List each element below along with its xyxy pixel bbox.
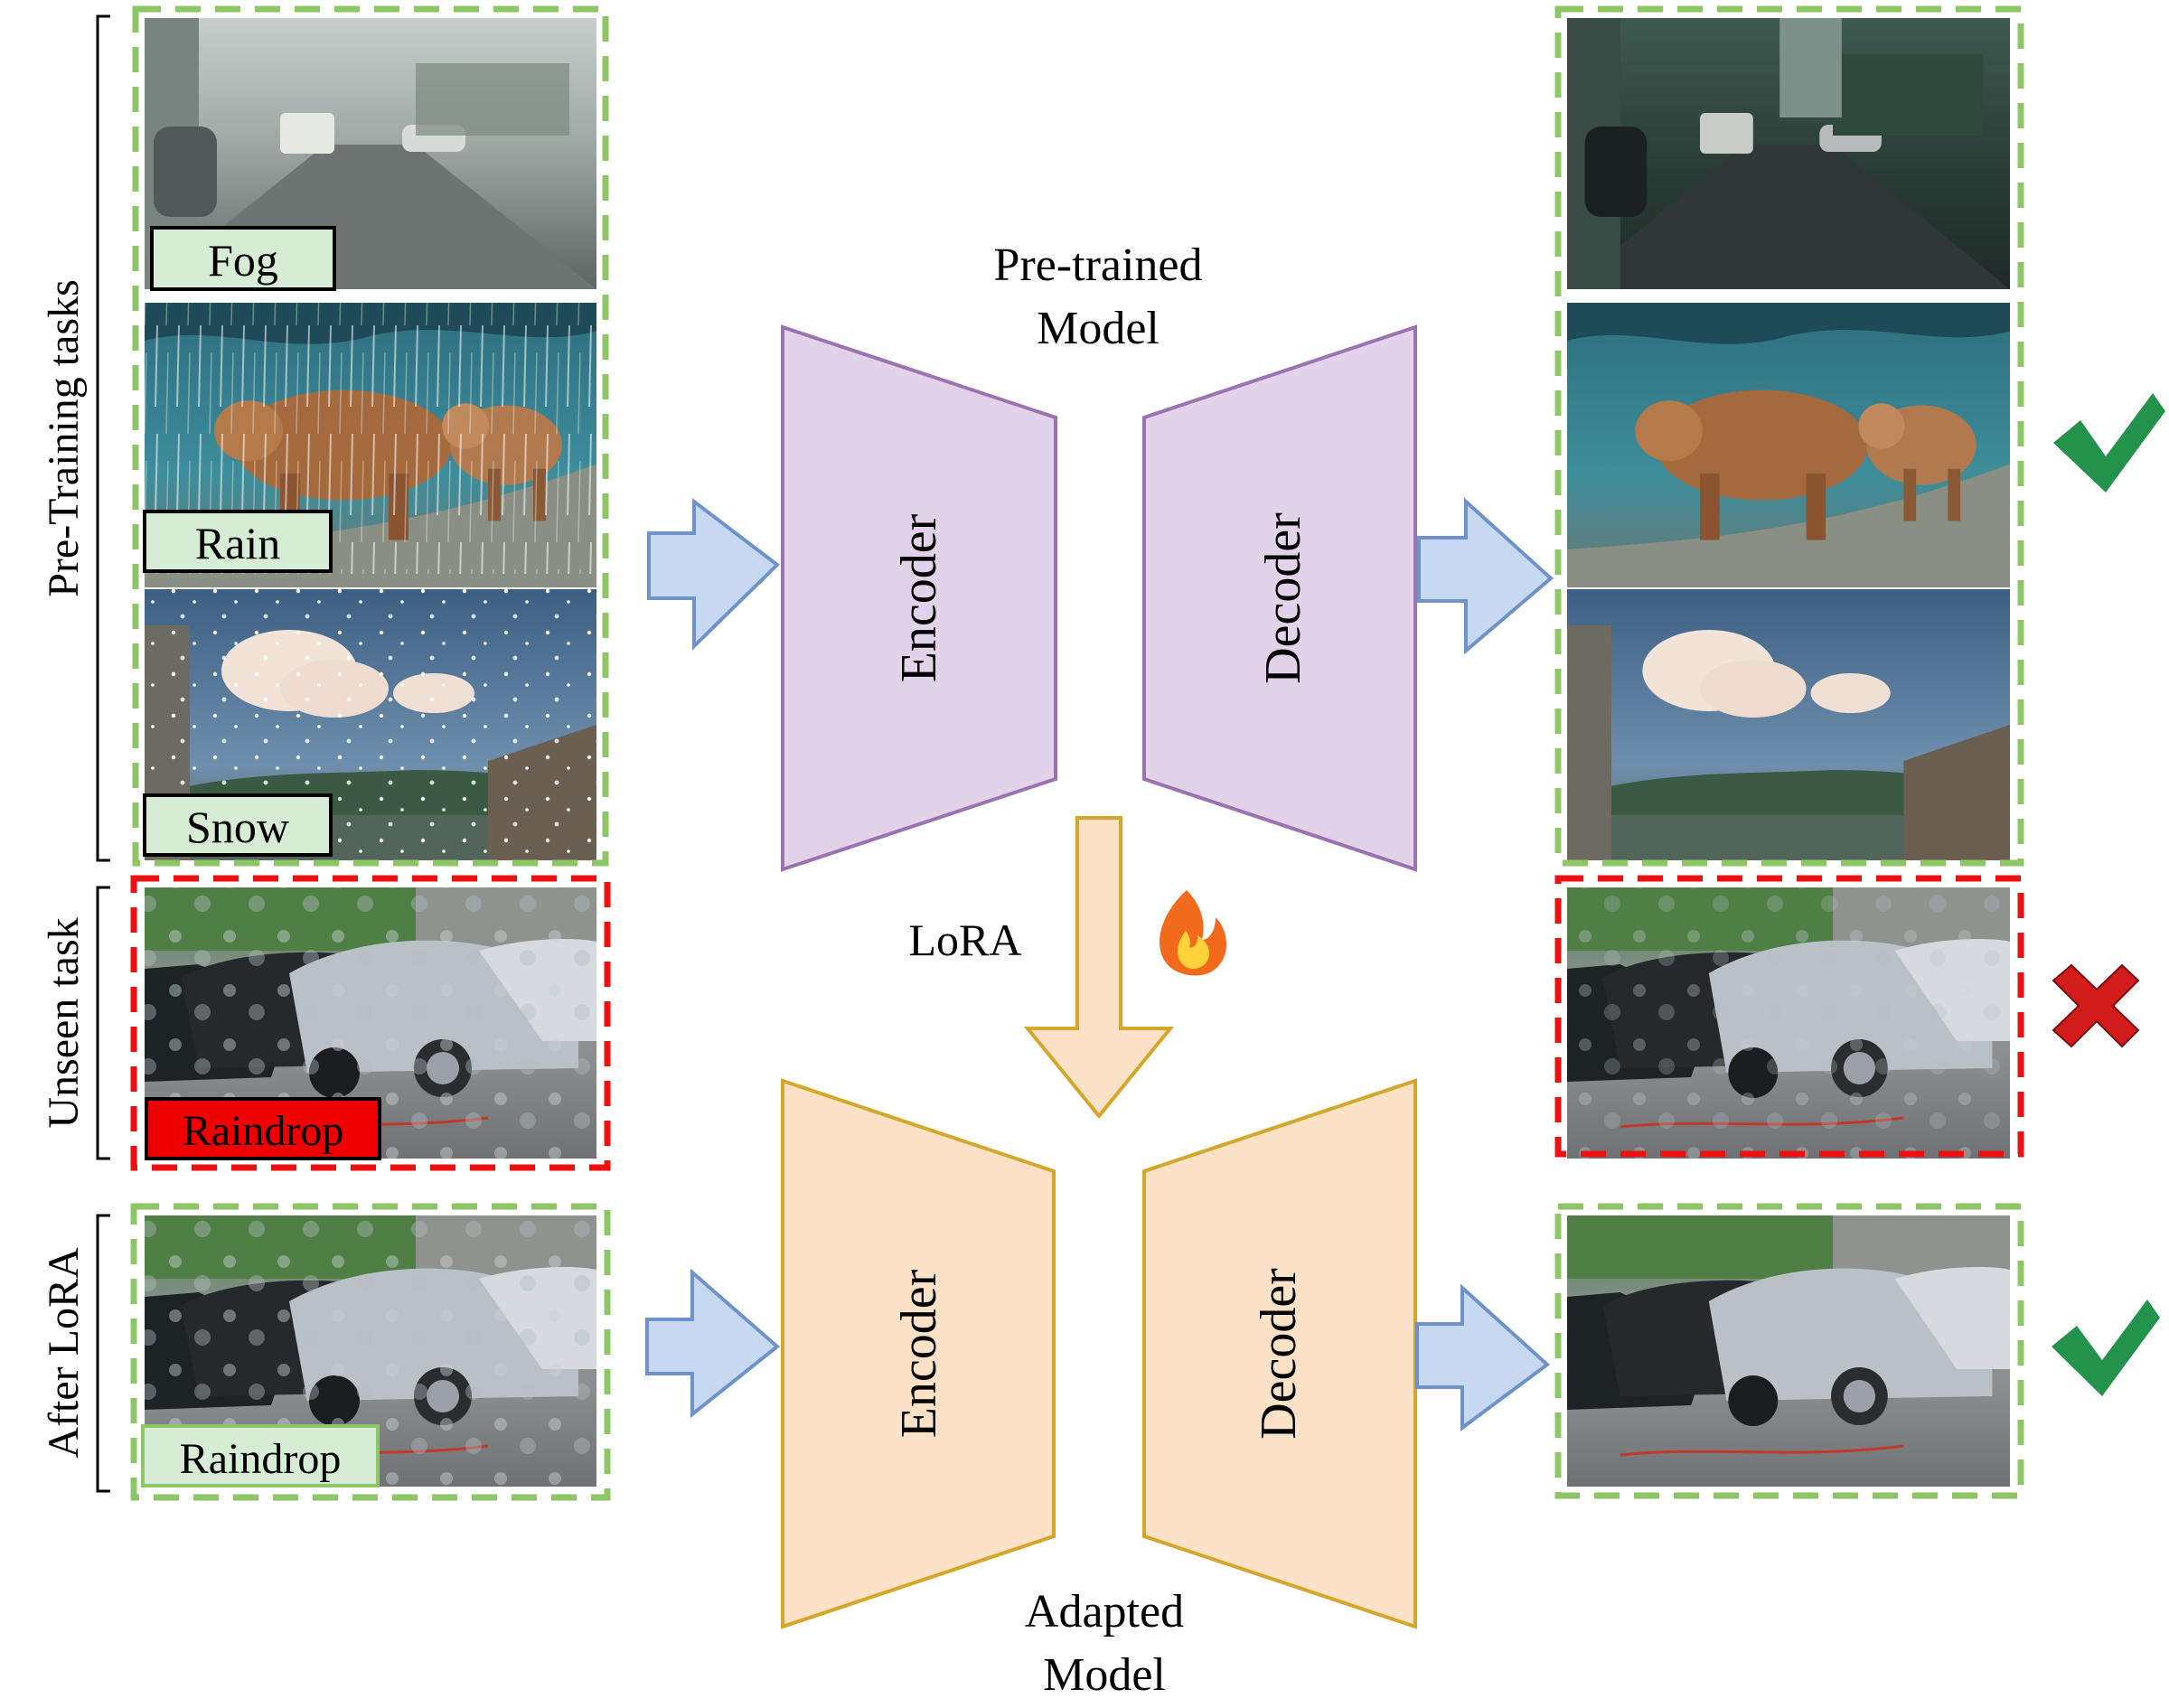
label-raindrop-after: Raindrop bbox=[141, 1424, 380, 1487]
label-fog: Fog bbox=[150, 226, 336, 291]
label-rain: Rain bbox=[143, 510, 333, 573]
svg-text:Decoder: Decoder bbox=[1251, 1268, 1307, 1440]
svg-text:Snow: Snow bbox=[186, 802, 289, 852]
svg-text:Decoder: Decoder bbox=[1255, 512, 1311, 684]
output-snow-restored bbox=[1567, 589, 2010, 860]
group-label-after-lora: After LoRA bbox=[40, 1247, 88, 1459]
adapted-encoder: Encoder bbox=[781, 1078, 1056, 1629]
output-raindrop-failed bbox=[1565, 886, 2012, 1160]
output-rain-restored bbox=[1567, 303, 2010, 587]
arrow-input-adapted bbox=[645, 1268, 781, 1419]
check-icon bbox=[2053, 393, 2165, 493]
bracket-unseen: Unseen task bbox=[40, 886, 110, 1160]
svg-text:Fog: Fog bbox=[208, 235, 278, 286]
output-fog-restored bbox=[1567, 18, 2010, 289]
group-label-pretraining: Pre-Training tasks bbox=[40, 279, 88, 597]
adapted-decoder: Decoder bbox=[1142, 1078, 1417, 1629]
output-raindrop-restored bbox=[1565, 1214, 2012, 1488]
bracket-after-lora: After LoRA bbox=[40, 1214, 110, 1493]
fire-icon bbox=[1160, 890, 1227, 976]
pretrained-encoder: Encoder bbox=[781, 324, 1057, 872]
pretrained-title-line1: Pre-trained bbox=[993, 239, 1202, 291]
group-label-unseen: Unseen task bbox=[40, 917, 88, 1128]
pretrained-title-line2: Model bbox=[1037, 303, 1160, 354]
cross-icon bbox=[2052, 963, 2140, 1048]
adapted-title-line2: Model bbox=[1043, 1649, 1166, 1701]
check-icon-after bbox=[2052, 1300, 2160, 1396]
svg-text:Encoder: Encoder bbox=[891, 1269, 947, 1438]
adapted-title-line1: Adapted bbox=[1025, 1586, 1184, 1638]
svg-text:Raindrop: Raindrop bbox=[183, 1107, 344, 1155]
label-raindrop-unseen: Raindrop bbox=[145, 1097, 381, 1160]
svg-text:Encoder: Encoder bbox=[891, 513, 947, 682]
after-input-border bbox=[130, 1203, 611, 1501]
svg-text:Rain: Rain bbox=[195, 518, 280, 568]
after-output-border bbox=[1554, 1203, 2024, 1499]
unseen-output-border bbox=[1554, 875, 2024, 1158]
arrow-output-pretrained bbox=[1417, 497, 1554, 655]
lora-arrow bbox=[1023, 816, 1175, 1120]
pretraining-input-border bbox=[132, 5, 609, 867]
pretrained-decoder: Decoder bbox=[1142, 324, 1417, 872]
arrow-output-adapted bbox=[1415, 1283, 1551, 1431]
label-snow: Snow bbox=[143, 793, 333, 857]
bracket-pretraining: Pre-Training tasks bbox=[40, 14, 110, 862]
svg-text:Raindrop: Raindrop bbox=[180, 1435, 342, 1483]
unseen-input-border bbox=[130, 875, 611, 1171]
lora-label: LoRA bbox=[909, 915, 1022, 965]
arrow-input-pretrained bbox=[647, 497, 781, 651]
pretraining-output-border bbox=[1554, 5, 2024, 867]
